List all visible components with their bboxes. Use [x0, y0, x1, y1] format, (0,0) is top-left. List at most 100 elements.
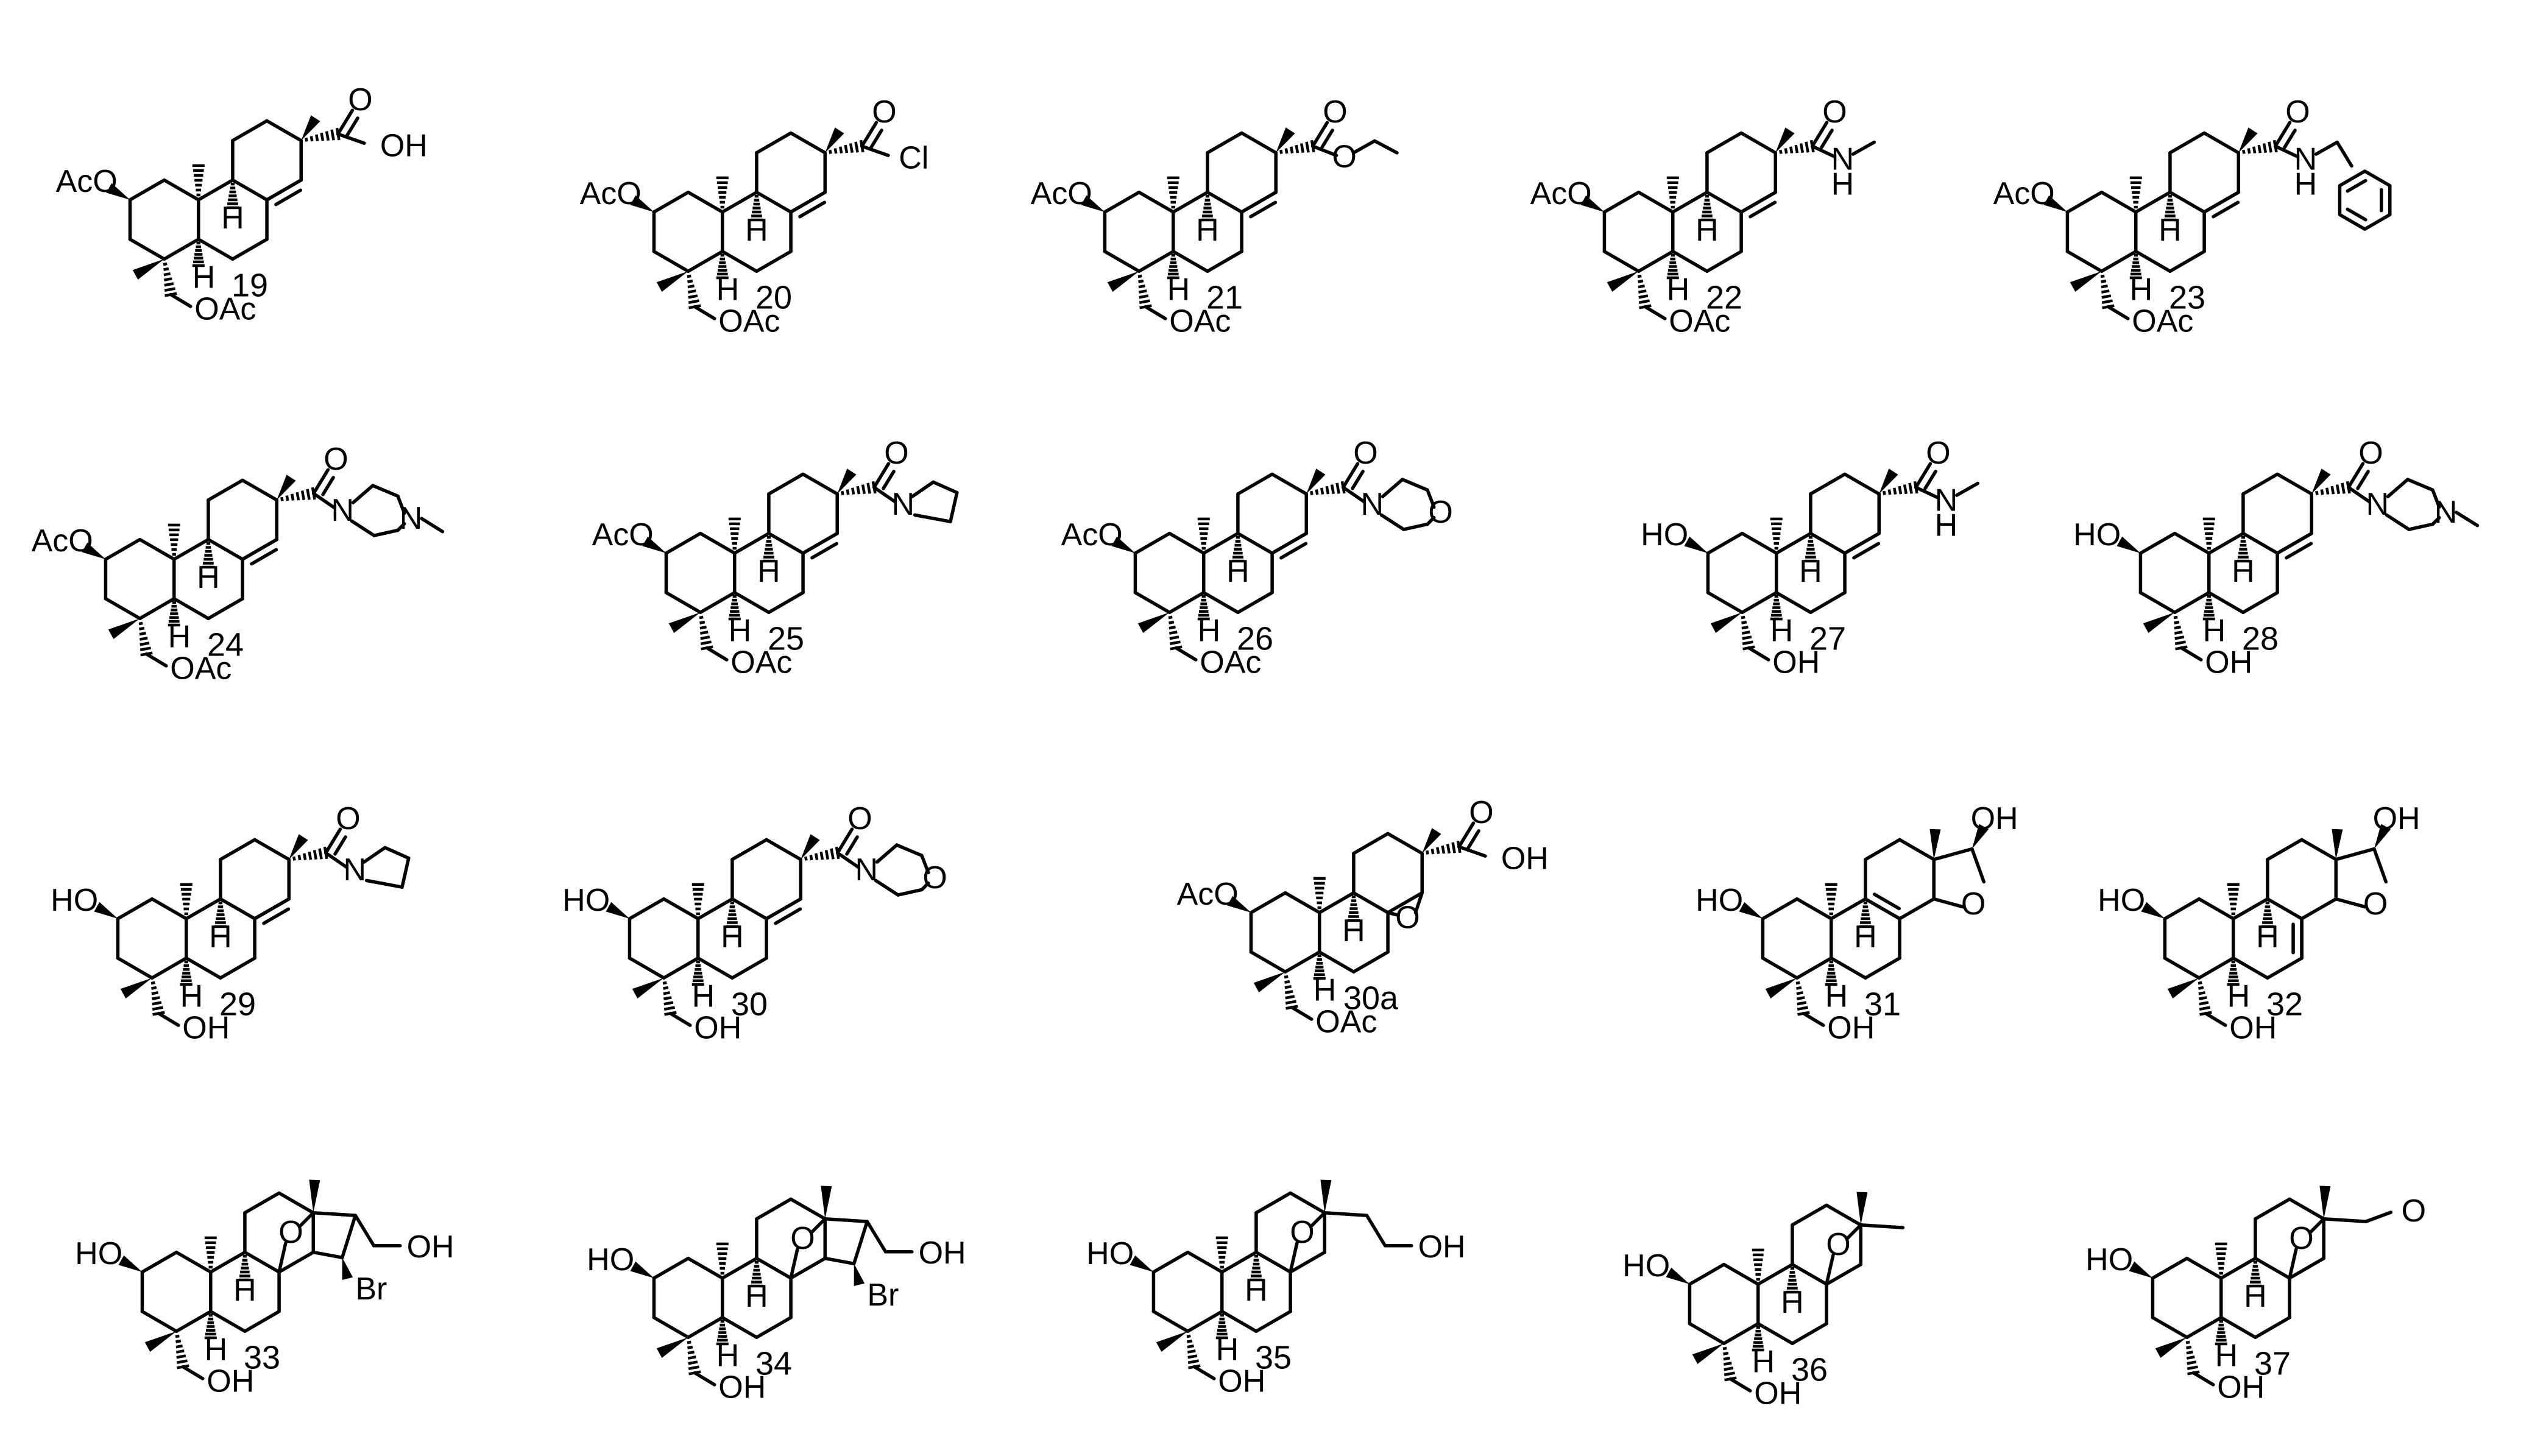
hash-stroke: [139, 626, 145, 631]
hash-stroke: [1796, 996, 1805, 1000]
hash-stroke: [152, 1001, 162, 1006]
c19-bond: [2106, 305, 2130, 320]
ring-bond: [910, 480, 935, 498]
ring-bond: [1830, 956, 1867, 980]
hash-stroke: [1284, 148, 1289, 154]
h9-label: H: [757, 554, 780, 589]
c4-ch2-hash: [687, 274, 701, 309]
ring-bond: [2407, 522, 2435, 531]
hash-stroke: [688, 1360, 698, 1365]
double-bond-inner: [810, 542, 839, 560]
c4-ch2-hash: [1722, 1346, 1737, 1382]
h9-label: H: [1226, 554, 1250, 589]
ring-bond: [172, 537, 210, 561]
h5-hash: [2227, 960, 2240, 986]
carbonyl-double-bond: [860, 121, 879, 148]
hash-stroke: [1797, 1001, 1807, 1006]
hash-stroke: [2268, 141, 2272, 153]
compound-number-label: 30a: [1343, 980, 1399, 1016]
c4-ch2-hash: [1186, 1334, 1201, 1369]
ring-bond: [686, 1256, 724, 1280]
hash-stroke: [176, 1359, 188, 1365]
hash-stroke: [138, 621, 143, 626]
hash-stroke: [2101, 289, 2110, 294]
ring-bond: [2163, 897, 2201, 921]
ring-bond: [2151, 1316, 2189, 1339]
ring-bond: [2254, 1256, 2291, 1280]
c4-methyl-wedge: [132, 259, 164, 280]
h9-label: H: [721, 919, 744, 955]
c3-wedge: [1666, 1267, 1690, 1284]
ring-bond: [2134, 250, 2172, 273]
c3-substituent-label: AcO: [32, 523, 93, 559]
ring-bond: [2207, 591, 2245, 614]
ring-bond: [1236, 591, 1274, 614]
acid-bond: [336, 132, 366, 145]
ring-bond: [874, 878, 900, 897]
amide-nitrogen-label: N: [1831, 142, 1855, 177]
c3-wedge: [118, 1255, 143, 1272]
ring-bond: [1843, 472, 1881, 496]
hash-stroke: [306, 489, 311, 500]
h9-label: H: [209, 919, 232, 955]
ring-bond: [1254, 1250, 1292, 1274]
ester-bond: [1310, 144, 1338, 157]
c19-bond: [181, 1365, 205, 1380]
ring-bond: [2275, 472, 2313, 496]
amide-bond: [872, 486, 897, 504]
c19-bond: [668, 1011, 692, 1027]
hash-stroke: [313, 850, 318, 860]
h9-hash: [1804, 535, 1817, 563]
h9-hash: [202, 542, 214, 569]
bridge-bond: [1289, 1241, 1299, 1274]
h9-hash: [1786, 1267, 1798, 1294]
hash-stroke: [699, 625, 707, 630]
ring-bond: [162, 178, 200, 202]
ring-bond: [174, 1310, 213, 1333]
chloride-label: Cl: [899, 140, 928, 175]
ring-bond: [197, 178, 235, 202]
c8-c9-double-bond: [1864, 897, 1901, 921]
carbonyl-oxygen-label: O: [847, 801, 872, 836]
ring-bond: [207, 597, 244, 620]
ring-bond: [2406, 478, 2435, 492]
h9-hash: [1700, 194, 1713, 222]
c16-hydroxyl-wedge: [2374, 824, 2391, 849]
c3-substituent-label: HO: [2085, 1242, 2133, 1278]
ring-bond: [104, 537, 142, 561]
ring-bond: [789, 1197, 827, 1221]
c8-c14-double-bond: [241, 537, 278, 561]
ring-bond: [2099, 190, 2138, 214]
c13-methyl-wedge: [825, 127, 844, 153]
c3-substituent-label: HO: [1696, 883, 1743, 918]
double-bond-inner: [345, 116, 359, 137]
hash-stroke: [1315, 489, 1319, 495]
double-bond-inner: [2346, 207, 2367, 222]
ring-bond: [2266, 897, 2304, 921]
hash-stroke: [1742, 640, 1753, 646]
ring-bond: [1283, 891, 1321, 914]
ring-bond: [662, 956, 700, 980]
hash-stroke: [1168, 615, 1173, 620]
ring-bond: [2254, 1316, 2291, 1339]
structures-layer: AcOHHOAcOOH19AcOHHOAcOCl20AcOHHOAcOO21Ac…: [32, 82, 2480, 1411]
compound-number-label: 23: [2169, 279, 2205, 316]
ring-bond: [662, 897, 700, 921]
ring-bond: [1761, 897, 1799, 921]
hash-stroke: [2257, 144, 2262, 154]
c4-methyl-wedge: [1692, 1343, 1724, 1365]
amide-h-label: H: [1831, 167, 1855, 202]
c3-substituent-label: AcO: [592, 517, 654, 553]
hash-stroke: [285, 495, 289, 501]
c13-carbonyl-hash: [841, 481, 877, 495]
h5-label: H: [692, 978, 715, 1014]
ring-bond: [1133, 591, 1172, 614]
c13-methyl-wedge: [1879, 468, 1898, 494]
bridge-bond: [1859, 1223, 1905, 1229]
bridge-oxygen-label: O: [2289, 1221, 2313, 1256]
ring-bond: [686, 1316, 724, 1339]
ring-bond: [1705, 131, 1743, 155]
hash-stroke: [1638, 284, 1645, 289]
hash-stroke: [699, 615, 704, 620]
